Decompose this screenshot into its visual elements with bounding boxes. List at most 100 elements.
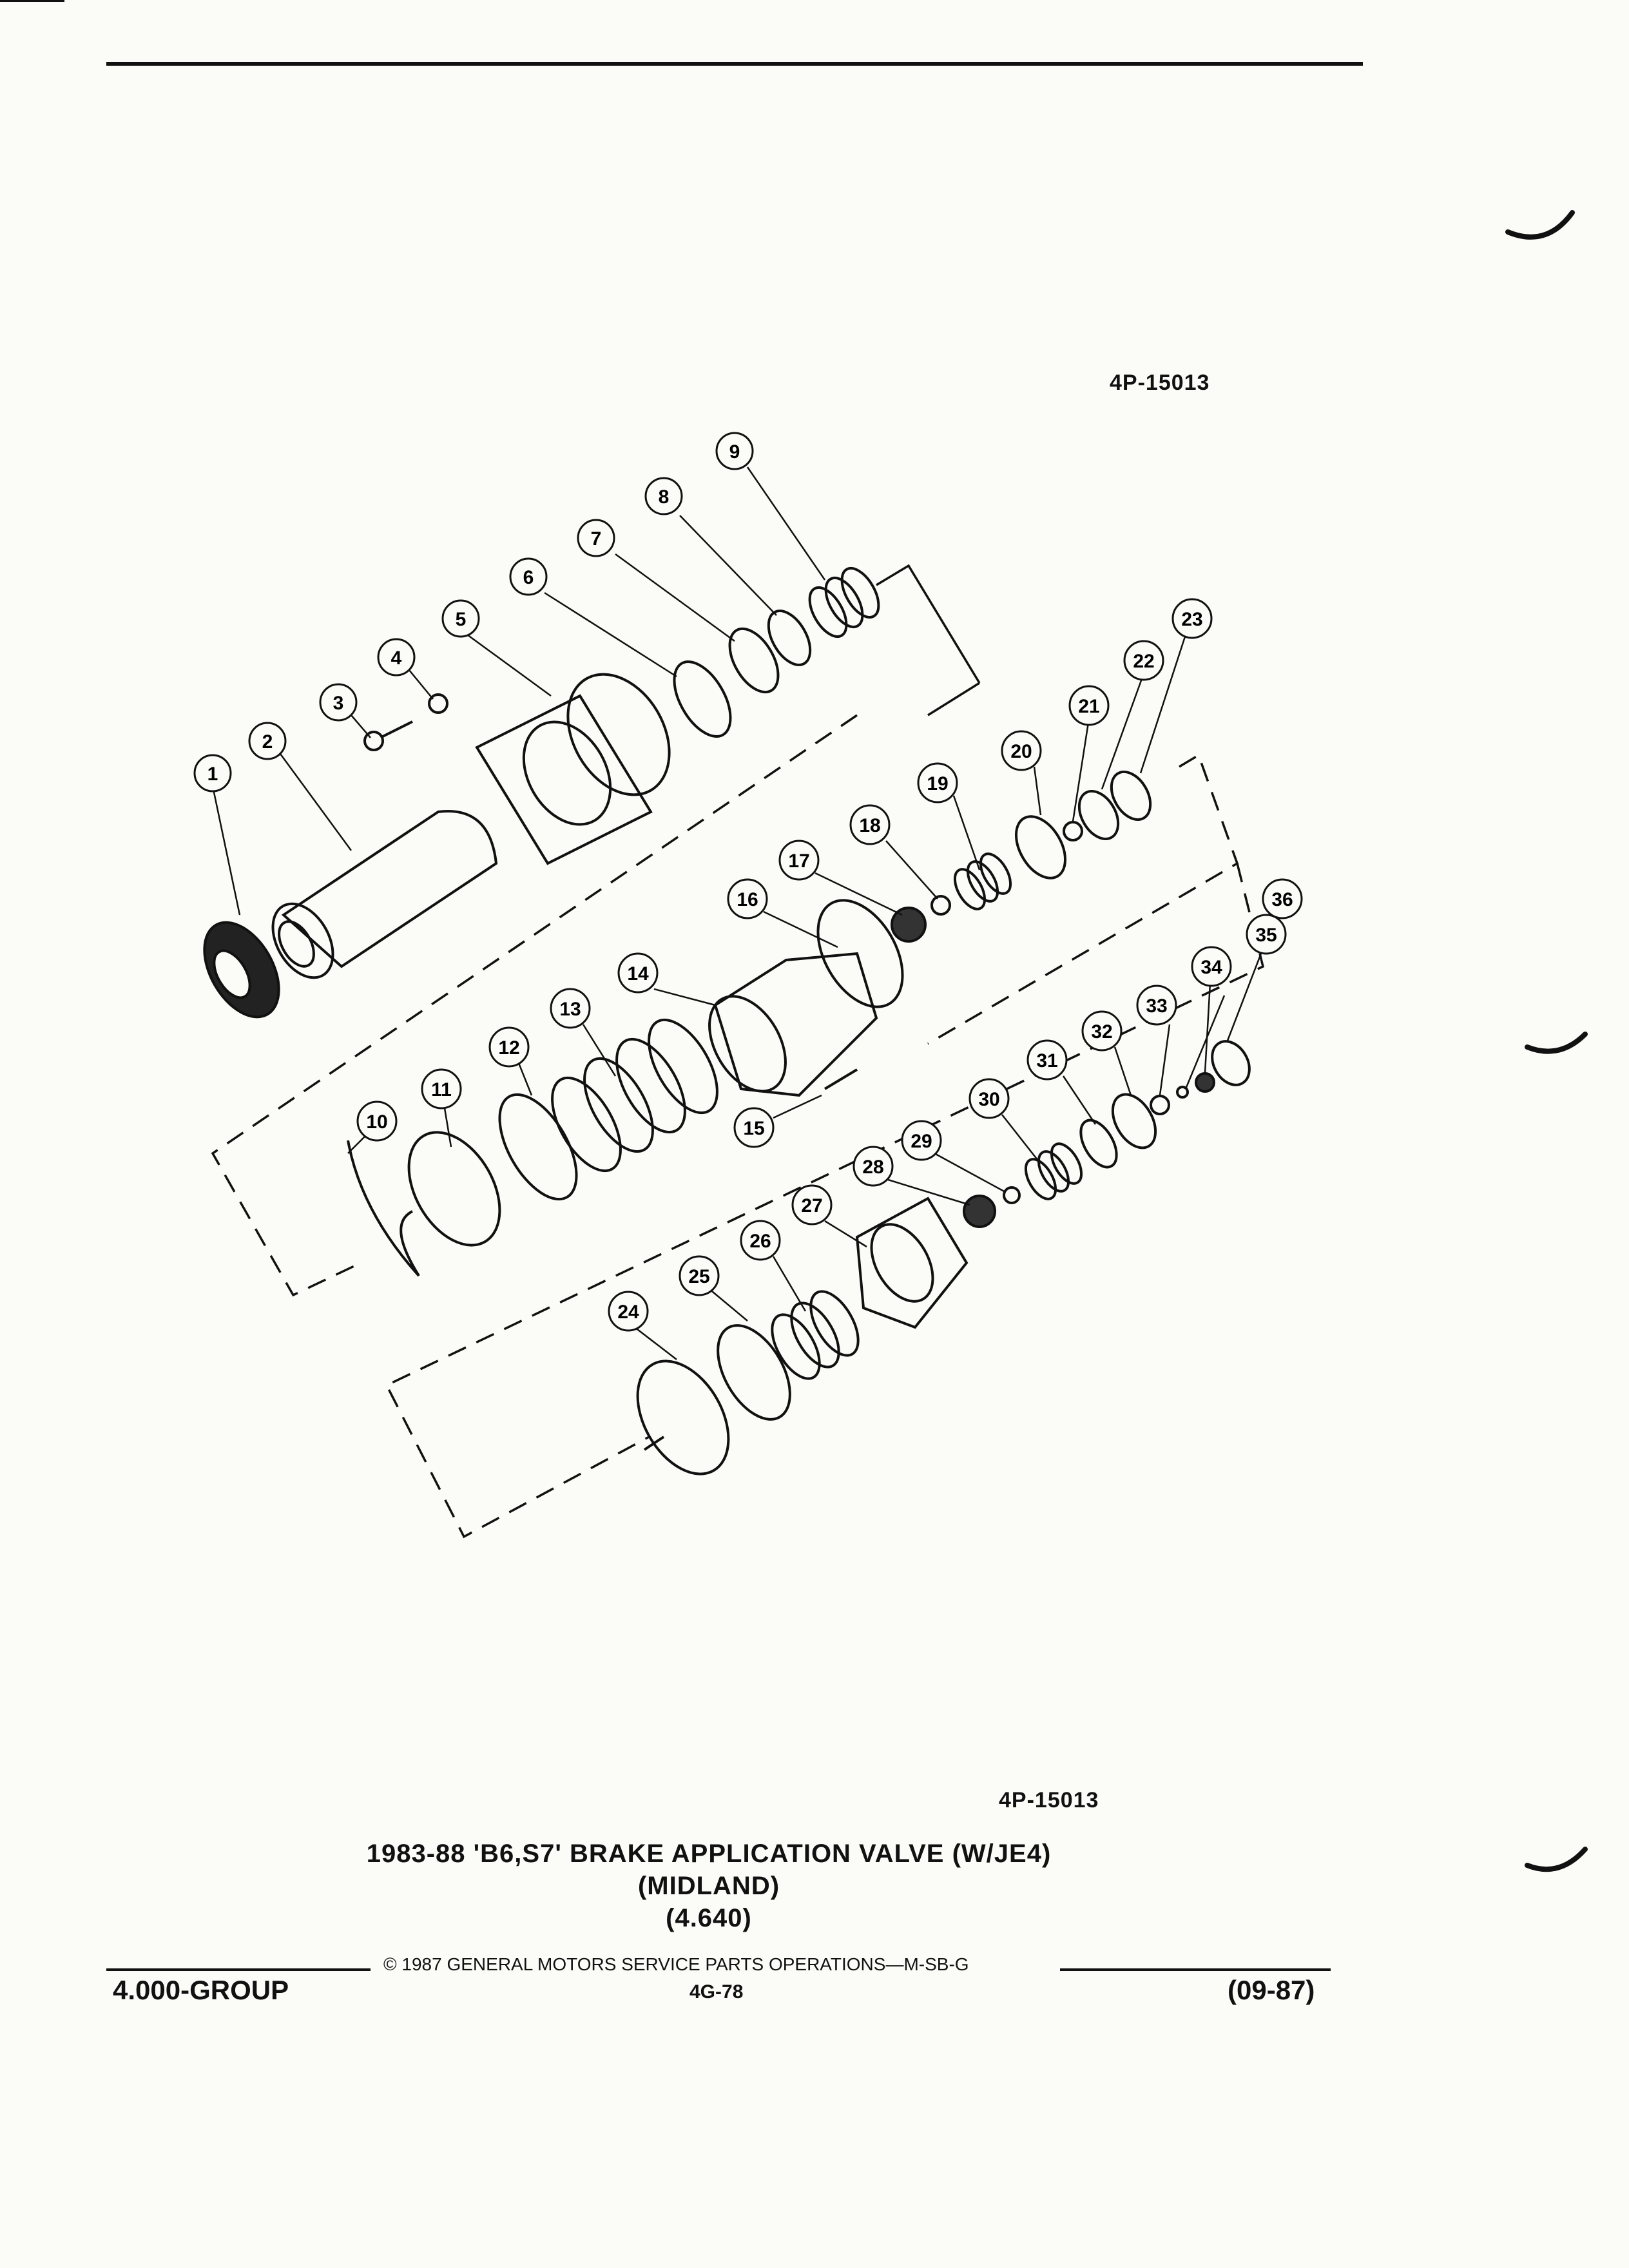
callout-35: 35 (1246, 914, 1287, 955)
binder-mark (1505, 210, 1575, 240)
part-screw (363, 720, 413, 751)
svg-text:31: 31 (1036, 1050, 1057, 1072)
svg-text:11: 11 (431, 1079, 452, 1100)
svg-text:9: 9 (729, 441, 740, 463)
part-washer (428, 693, 448, 714)
svg-text:33: 33 (1146, 995, 1167, 1017)
top-rule (106, 62, 1363, 66)
copyright-line: © 1987 GENERAL MOTORS SERVICE PARTS OPER… (383, 1954, 969, 1974)
footer-rule-right (1060, 1968, 1331, 1971)
svg-text:8: 8 (659, 486, 670, 508)
part-24 (636, 1360, 730, 1475)
part-32 (1111, 1093, 1157, 1149)
callout-8: 8 (644, 477, 683, 515)
svg-text:5: 5 (456, 609, 467, 630)
callout-14: 14 (617, 952, 659, 994)
svg-text:29: 29 (911, 1131, 932, 1152)
part-spring-26 (771, 1290, 860, 1380)
diagram-subtitle: (MIDLAND) (637, 1872, 780, 1900)
footer-rule-left (106, 1968, 371, 1971)
callout-36: 36 (1262, 878, 1303, 919)
svg-text:18: 18 (859, 815, 880, 836)
part-spring-30 (1024, 1142, 1083, 1200)
part-spring-13 (551, 1018, 718, 1173)
part-sleeve (271, 810, 498, 979)
part-retaining-ring (347, 1140, 420, 1277)
callout-7: 7 (577, 519, 615, 557)
group-bracket-upper (876, 564, 981, 716)
part-17 (891, 907, 927, 943)
callout-20: 20 (1001, 730, 1042, 771)
part-mounting-flange (475, 673, 671, 865)
group-label: 4.000-GROUP (113, 1975, 289, 2005)
drawing-ref-bottom: 4P-15013 (999, 1788, 1099, 1812)
callout-22: 22 (1123, 640, 1164, 681)
callout-24: 24 (608, 1291, 649, 1332)
svg-text:30: 30 (978, 1089, 999, 1110)
part-oring-16 (816, 899, 904, 1008)
diagram-title: 1983-88 'B6,S7' BRAKE APPLICATION VALVE … (366, 1840, 1052, 1868)
part-28 (963, 1195, 996, 1228)
callout-6: 6 (509, 557, 548, 596)
part-33 (1150, 1095, 1170, 1115)
svg-text:35: 35 (1255, 925, 1277, 946)
drawing-ref-top: 4P-15013 (1110, 370, 1210, 395)
binder-mark (1525, 1032, 1588, 1054)
callout-18: 18 (849, 804, 891, 845)
callout-5: 5 (441, 599, 480, 638)
part-23 (1110, 771, 1152, 821)
part-spring-19 (953, 852, 1012, 910)
callout-30: 30 (969, 1078, 1010, 1119)
callout-33: 33 (1136, 985, 1177, 1026)
svg-text:24: 24 (617, 1302, 639, 1323)
group-bracket-middle (927, 753, 1239, 1045)
part-27 (855, 1196, 969, 1329)
part-seal (203, 921, 280, 1019)
part-ring-7 (728, 627, 780, 694)
svg-text:16: 16 (737, 889, 758, 910)
svg-text:32: 32 (1091, 1021, 1112, 1043)
callout-19: 19 (917, 762, 958, 803)
svg-text:6: 6 (523, 567, 534, 588)
part-ring-6 (673, 660, 732, 738)
callout-21: 21 (1068, 685, 1110, 726)
svg-text:36: 36 (1271, 889, 1293, 910)
part-35 (1195, 1072, 1215, 1093)
callout-17: 17 (778, 840, 820, 881)
callout-25: 25 (679, 1255, 720, 1296)
svg-text:4: 4 (391, 648, 402, 669)
part-36 (1211, 1040, 1251, 1086)
callout-26: 26 (740, 1220, 781, 1261)
svg-text:14: 14 (627, 963, 649, 985)
svg-text:3: 3 (333, 693, 344, 714)
svg-text:34: 34 (1200, 957, 1222, 978)
callout-12: 12 (488, 1026, 530, 1068)
page-number: 4G-78 (689, 1981, 744, 2003)
part-34 (1176, 1086, 1189, 1099)
part-spring-9 (808, 567, 880, 638)
part-oring-12 (498, 1093, 578, 1201)
svg-text:20: 20 (1010, 741, 1032, 762)
part-screw-15 (824, 1068, 858, 1090)
binder-mark (1525, 1847, 1588, 1872)
part-21 (1063, 821, 1083, 841)
callout-3: 3 (319, 683, 358, 722)
svg-text:26: 26 (749, 1231, 771, 1252)
svg-text:12: 12 (498, 1037, 519, 1059)
callout-31: 31 (1027, 1039, 1068, 1081)
svg-text:23: 23 (1181, 609, 1202, 630)
svg-text:7: 7 (591, 528, 602, 550)
callout-2: 2 (248, 722, 287, 760)
callout-15: 15 (733, 1107, 775, 1148)
part-22 (1077, 790, 1120, 840)
part-piston (407, 1131, 501, 1247)
callout-9: 9 (715, 432, 754, 470)
part-25 (717, 1324, 791, 1421)
svg-text:10: 10 (366, 1111, 387, 1133)
part-18 (930, 895, 951, 916)
svg-text:19: 19 (927, 773, 948, 794)
part-20 (1015, 815, 1066, 879)
svg-text:27: 27 (801, 1195, 822, 1216)
svg-text:21: 21 (1078, 696, 1099, 717)
